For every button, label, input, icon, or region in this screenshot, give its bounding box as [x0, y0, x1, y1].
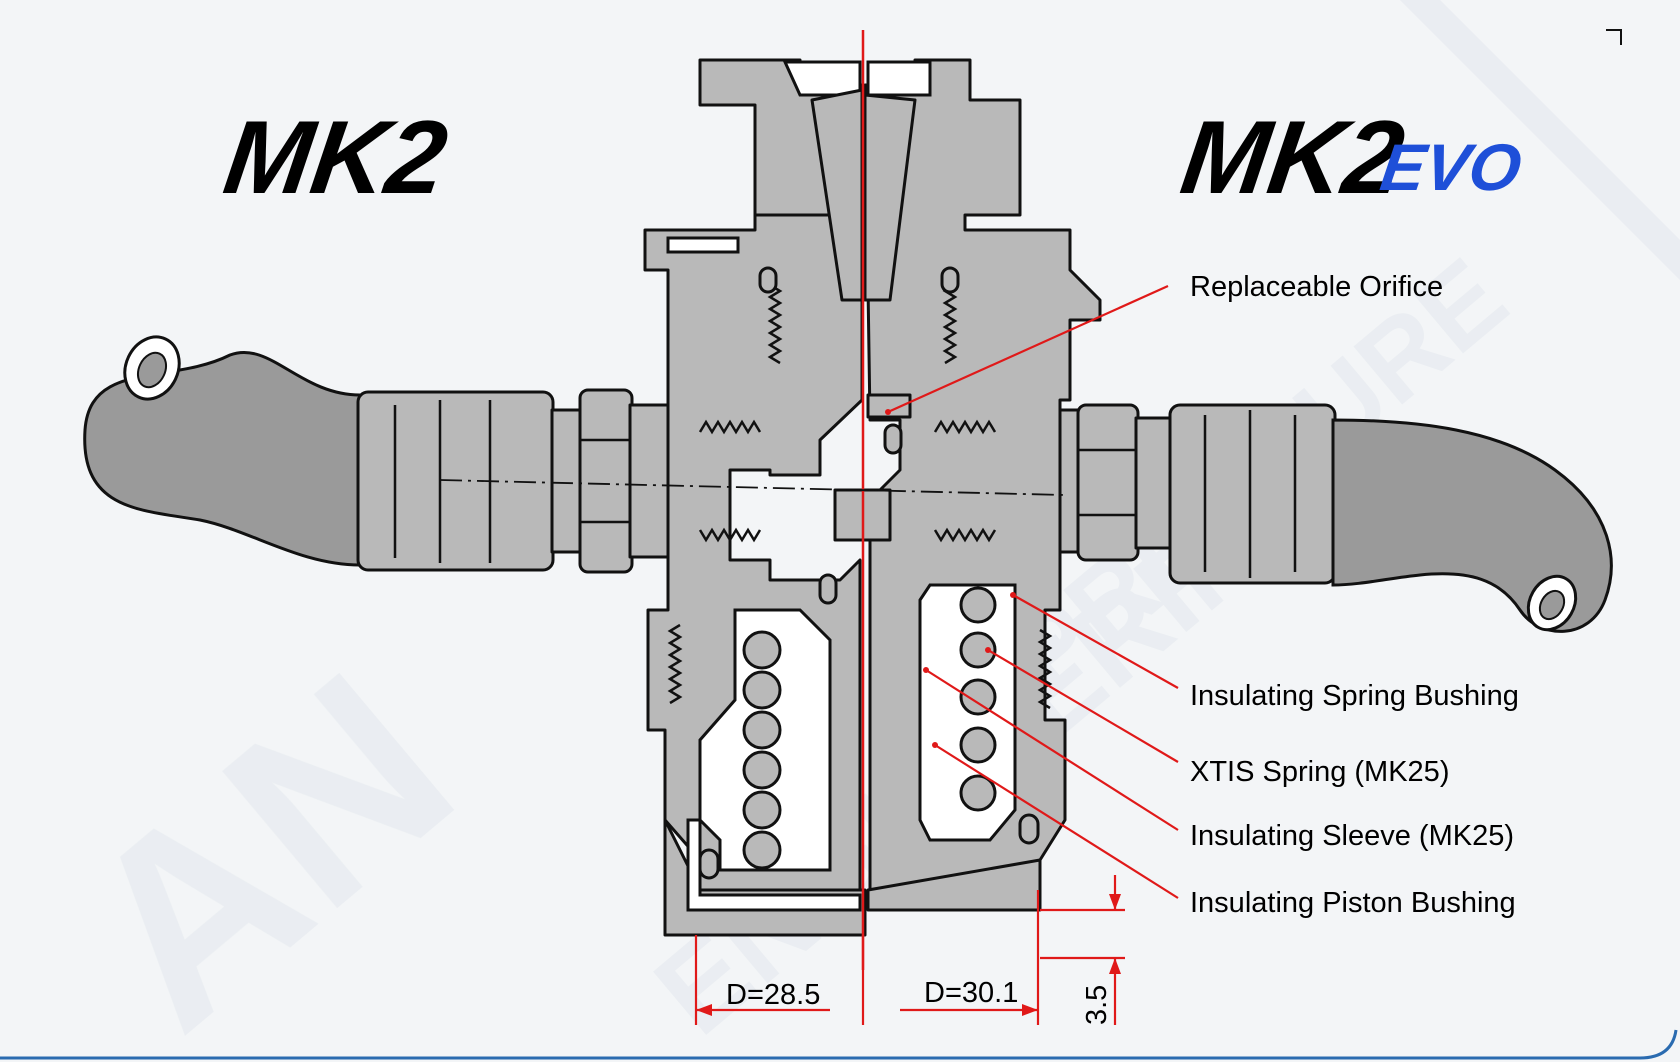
dimension-left-diameter: D=28.5: [726, 979, 820, 1011]
title-left: MK2: [218, 99, 454, 215]
left-hose: [83, 335, 362, 567]
dimension-right-diameter: D=30.1: [924, 977, 1018, 1009]
dimension-lines: [694, 875, 1125, 1025]
callout-leaders: [885, 284, 1179, 899]
callout-insulating-spring-bushing: Insulating Spring Bushing: [1190, 680, 1519, 712]
left-valve-body: [643, 58, 867, 937]
hose-axis-line: [439, 479, 1066, 496]
right-hose: [1331, 418, 1613, 633]
callout-insulating-piston-bushing: Insulating Piston Bushing: [1190, 887, 1516, 919]
callout-xtis-spring: XTIS Spring (MK25): [1190, 756, 1449, 788]
title-right: MK2: [1175, 99, 1411, 215]
svg-text:AN: AN: [30, 619, 504, 1062]
title-right-suffix: EVO: [1376, 131, 1526, 205]
callout-replaceable-orifice: Replaceable Orifice: [1190, 271, 1443, 303]
corner-mark-icon: [1606, 29, 1622, 45]
callout-insulating-sleeve: Insulating Sleeve (MK25): [1190, 820, 1514, 852]
dimension-offset: 3.5: [1081, 985, 1113, 1025]
frame-border: [0, 1029, 1678, 1060]
right-hose-fitting: [1038, 403, 1337, 585]
